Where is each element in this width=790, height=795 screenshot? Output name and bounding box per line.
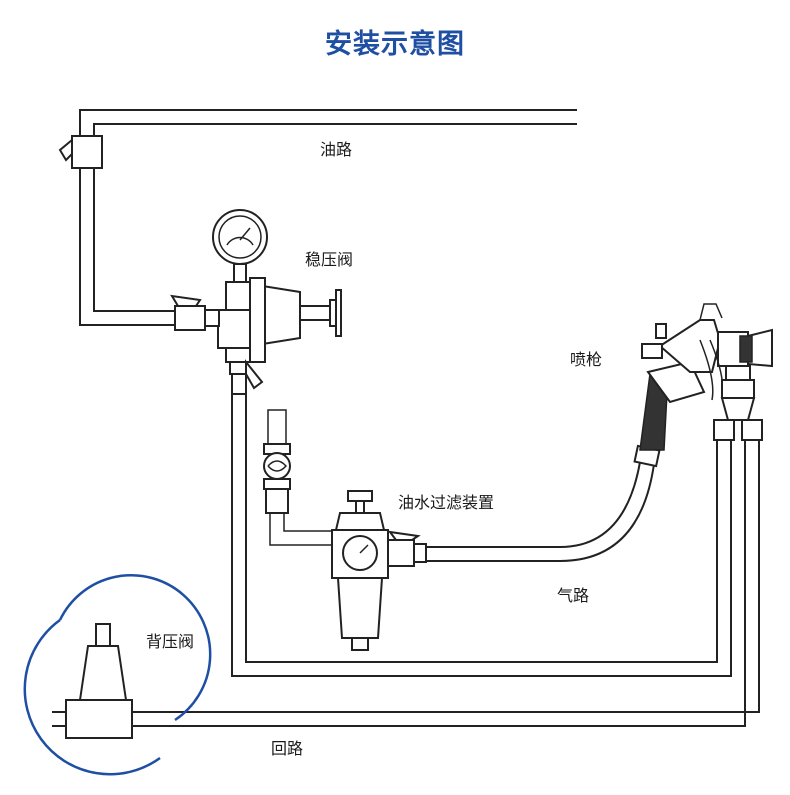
return-line-label: 回路 bbox=[271, 739, 304, 758]
spray-gun-label: 喷枪 bbox=[570, 350, 603, 369]
air-inlet-gauge bbox=[263, 409, 336, 546]
filter-label: 油水过滤装置 bbox=[398, 493, 495, 512]
oil-line-pipe bbox=[79, 109, 577, 326]
air-line-label: 气路 bbox=[557, 586, 590, 605]
spray-gun bbox=[633, 303, 773, 468]
oil-line-label: 油路 bbox=[320, 140, 353, 159]
return-line-pipe bbox=[52, 440, 760, 727]
regulator-valve bbox=[170, 209, 342, 395]
regulator-label: 稳压阀 bbox=[305, 250, 354, 269]
air-line-pipe bbox=[426, 461, 655, 562]
back-pressure-valve-label: 背压阀 bbox=[146, 632, 195, 651]
back-pressure-valve bbox=[23, 574, 212, 776]
page-title: 安装示意图 bbox=[325, 29, 465, 60]
oil-water-filter bbox=[331, 490, 427, 651]
oil-line-tap bbox=[58, 135, 103, 169]
regulator-to-gun-pipe bbox=[231, 394, 732, 677]
